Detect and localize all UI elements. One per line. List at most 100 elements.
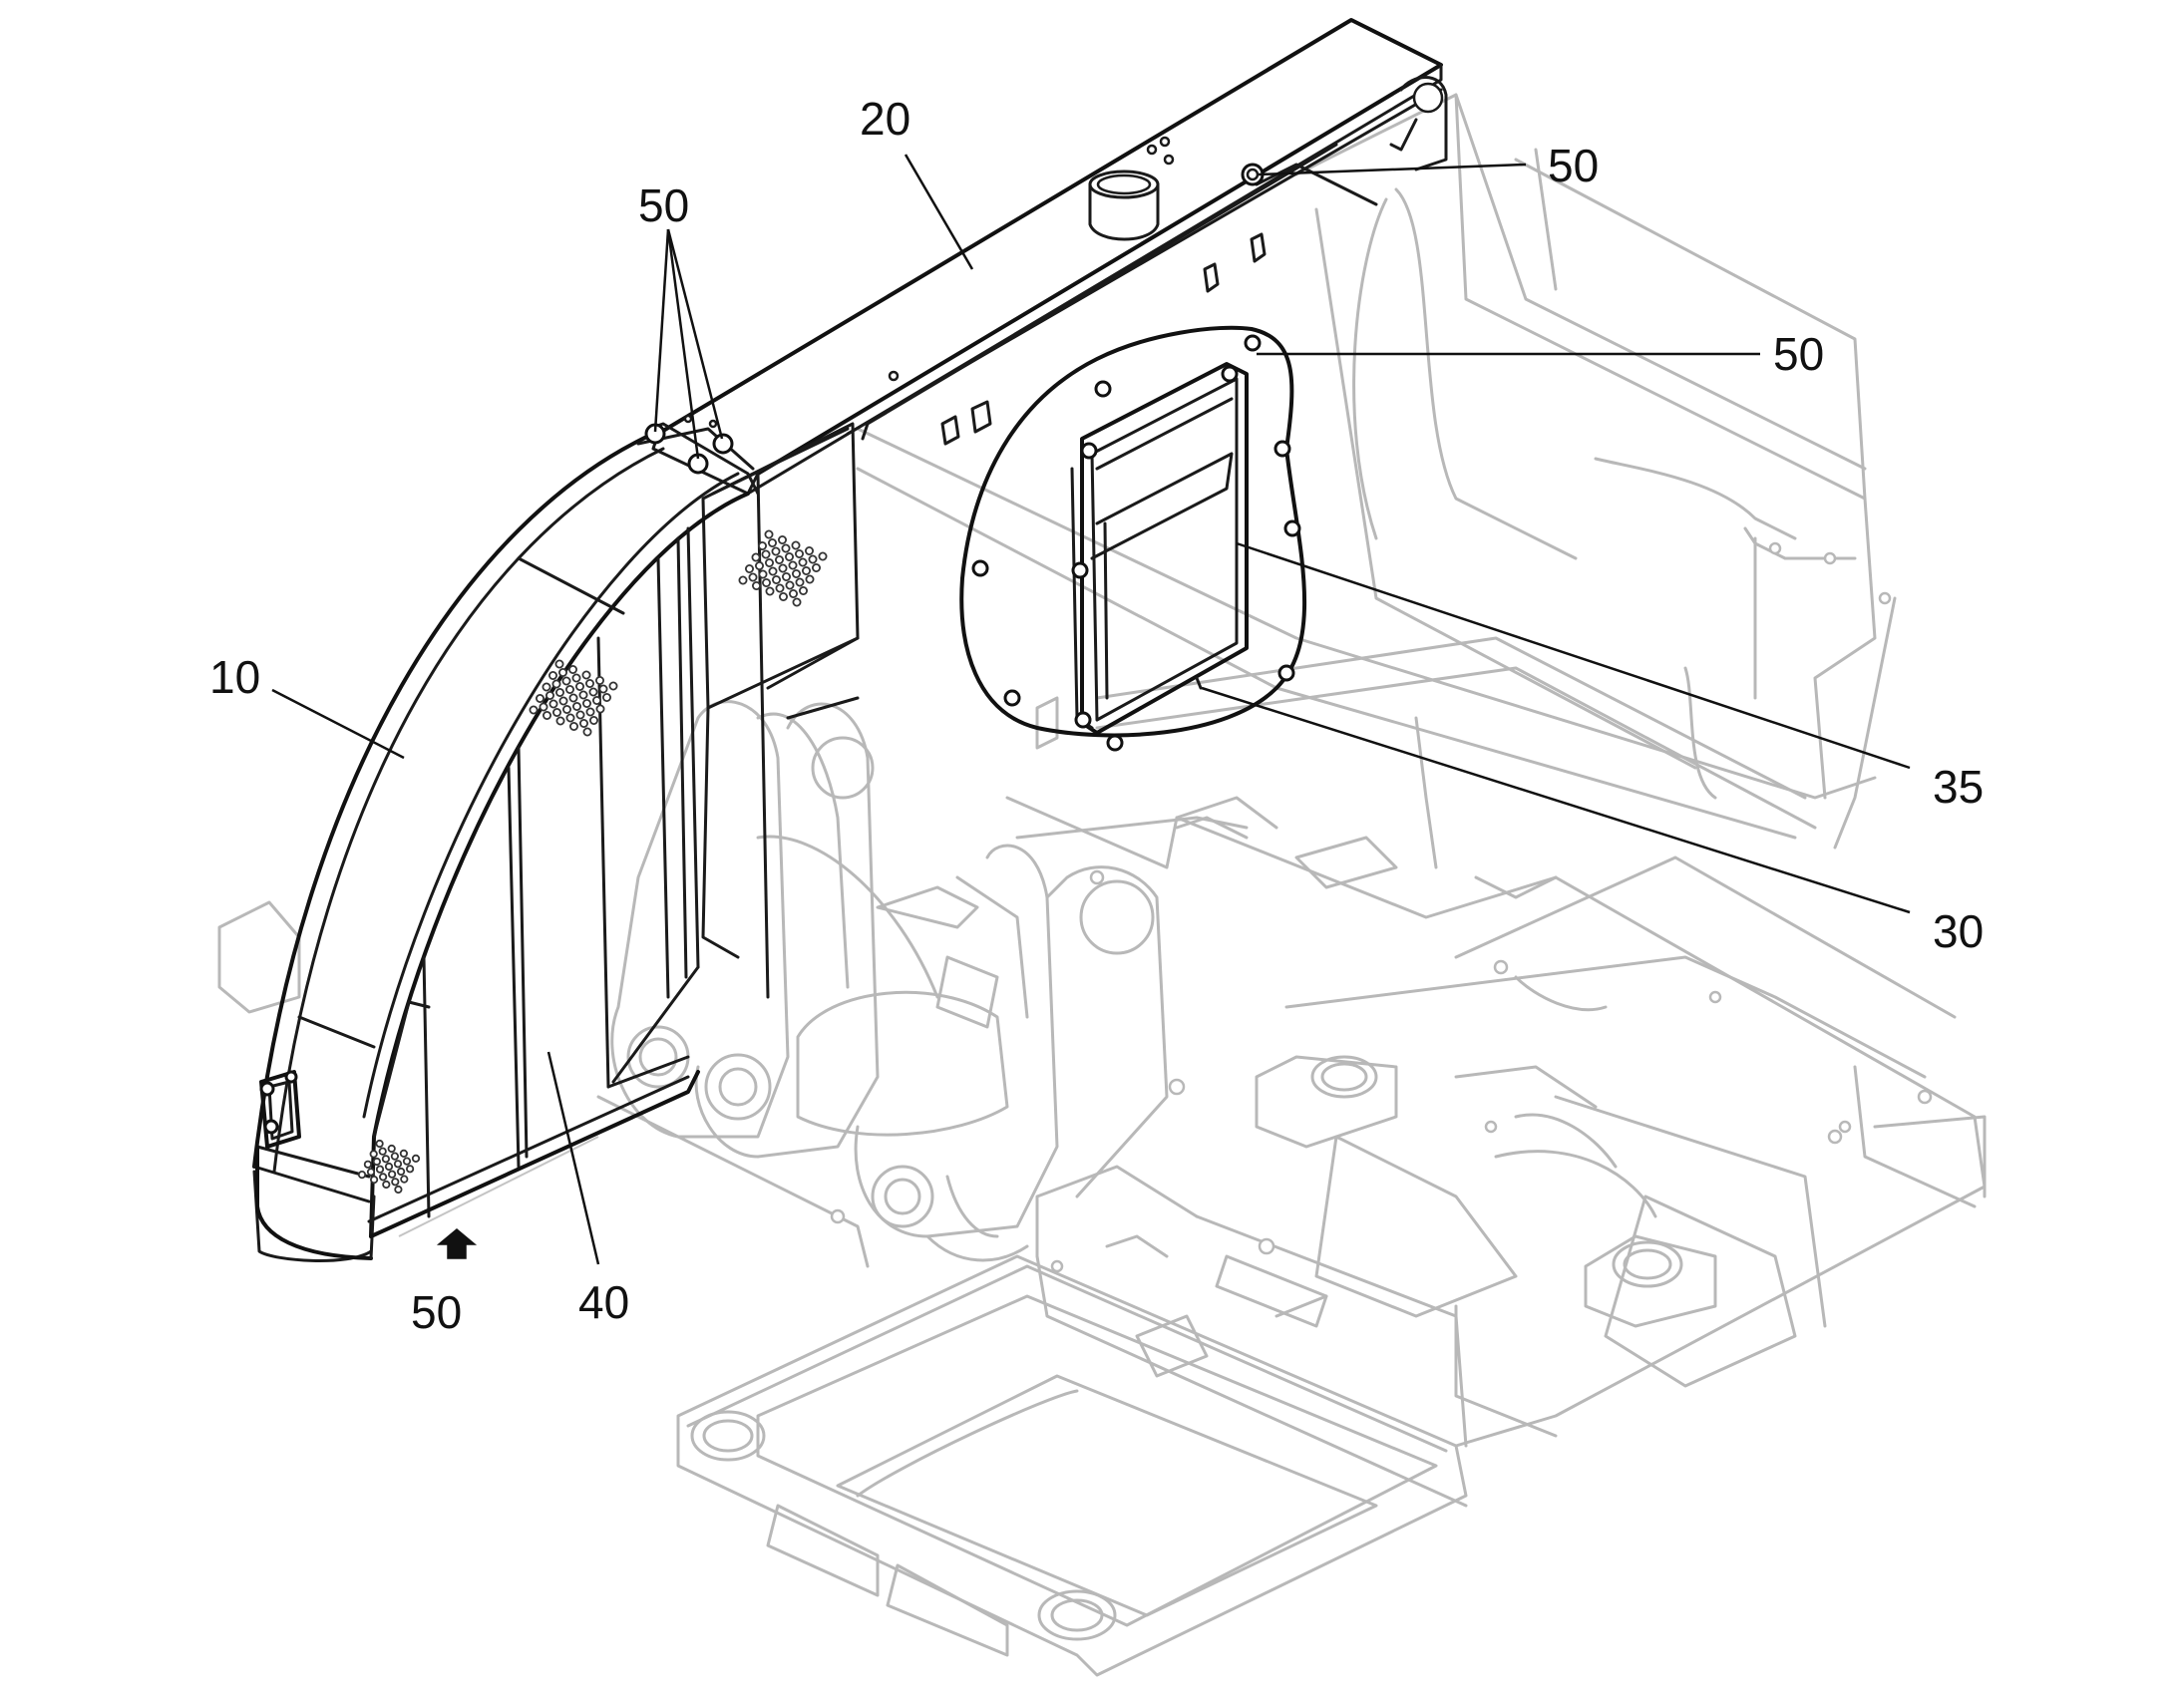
perforation-hole bbox=[758, 541, 768, 551]
perforation-hole bbox=[745, 564, 755, 574]
perforation-hole bbox=[378, 1147, 387, 1156]
perforation-hole bbox=[565, 685, 575, 695]
perforation-hole bbox=[795, 549, 805, 559]
perforation-hole bbox=[818, 551, 828, 561]
perforation-hole bbox=[798, 557, 808, 567]
callout-50-bottom: 50 bbox=[411, 1286, 462, 1338]
perforation-hole bbox=[588, 687, 598, 697]
perforation-hole bbox=[555, 716, 565, 726]
perforation-hole bbox=[529, 705, 539, 715]
perforation-hole bbox=[545, 691, 555, 701]
perforation-hole bbox=[582, 699, 592, 709]
perforation-hole bbox=[785, 552, 795, 562]
callout-50-cap: 50 bbox=[638, 179, 689, 231]
part-40-side-panel bbox=[367, 526, 700, 1238]
callout-50-panel: 50 bbox=[1773, 328, 1824, 380]
perforation-hole bbox=[369, 1150, 378, 1159]
perforation-hole bbox=[762, 578, 772, 588]
perforation-hole bbox=[595, 676, 605, 686]
perforation-hole bbox=[575, 710, 585, 720]
perforation-hole bbox=[755, 561, 765, 571]
perforation-hole bbox=[375, 1139, 384, 1149]
perforation-hole bbox=[387, 1144, 396, 1154]
perforation-hole bbox=[768, 566, 778, 576]
perforation-hole bbox=[595, 704, 605, 714]
perforation-hole bbox=[792, 597, 802, 607]
perforation-hole bbox=[539, 702, 548, 712]
perforation-hole bbox=[775, 583, 785, 593]
perforation-hole bbox=[778, 535, 788, 545]
leader-20 bbox=[904, 154, 974, 270]
perforation-hole bbox=[772, 575, 782, 585]
perforation-hole bbox=[579, 719, 589, 729]
perforation-hole bbox=[581, 670, 591, 680]
perforation-hole bbox=[795, 577, 805, 587]
perforation-hole bbox=[764, 529, 774, 539]
perforation-hole bbox=[555, 688, 565, 698]
perforation-hole bbox=[384, 1162, 394, 1172]
leader-40 bbox=[546, 1051, 600, 1265]
perforation-hole bbox=[548, 699, 558, 709]
perforation-hole bbox=[788, 560, 798, 570]
rear-vent-panel bbox=[701, 422, 860, 959]
perforation-hole bbox=[808, 554, 818, 564]
perforation-hole bbox=[805, 546, 815, 556]
perforation-hole bbox=[799, 586, 809, 596]
callout-50-top-right: 50 bbox=[1548, 140, 1599, 191]
perforation-hole bbox=[778, 563, 788, 573]
perforation-hole bbox=[765, 558, 775, 568]
perforation-hole bbox=[792, 569, 802, 579]
perforation-hole bbox=[592, 696, 602, 706]
perforation-hole bbox=[568, 665, 578, 675]
perforation-hole bbox=[363, 1160, 372, 1169]
perforation-hole bbox=[369, 1176, 379, 1185]
callout-10: 10 bbox=[209, 651, 260, 703]
perforation-hole bbox=[551, 679, 561, 689]
perforation-hole bbox=[802, 566, 812, 576]
perforation-hole bbox=[396, 1167, 406, 1177]
ghost-chassis-frame bbox=[217, 93, 1987, 1677]
callout-30: 30 bbox=[1933, 905, 1984, 957]
perforation-hole bbox=[812, 563, 822, 573]
perforation-hole bbox=[771, 546, 781, 556]
leader-50-top-right bbox=[1258, 163, 1527, 176]
perforation-hole bbox=[752, 581, 762, 591]
callout-20: 20 bbox=[860, 93, 910, 145]
perforation-hole bbox=[768, 538, 778, 548]
perforation-hole bbox=[758, 569, 768, 579]
perforation-hole bbox=[382, 1180, 391, 1190]
leader-50-cap-b bbox=[666, 228, 700, 460]
perforation-hole bbox=[366, 1168, 376, 1177]
perforation-hole bbox=[405, 1165, 415, 1174]
perforation-hole bbox=[585, 707, 595, 717]
perforation-hole bbox=[789, 589, 799, 599]
perforation-hole bbox=[598, 684, 608, 694]
leader-35 bbox=[1236, 541, 1911, 770]
perforation-hole bbox=[543, 711, 552, 721]
perforation-hole bbox=[381, 1155, 390, 1164]
perforation-hole bbox=[568, 693, 578, 703]
perforation-hole bbox=[761, 549, 771, 559]
perforation-hole bbox=[775, 555, 785, 565]
perforation-hole bbox=[536, 694, 545, 704]
perforation-hole bbox=[391, 1178, 400, 1187]
perforation-hole bbox=[357, 1171, 367, 1180]
part-30-cover-plate bbox=[959, 325, 1307, 752]
perforation-pattern-top bbox=[738, 529, 828, 607]
perforation-hole bbox=[608, 681, 618, 691]
perforation-hole bbox=[781, 543, 791, 553]
perforation-hole bbox=[738, 575, 748, 585]
perforation-hole bbox=[779, 592, 789, 602]
perforation-hole bbox=[394, 1185, 403, 1195]
perforation-hole bbox=[569, 722, 579, 732]
perforation-hole bbox=[805, 574, 815, 584]
callout-40: 40 bbox=[578, 1276, 629, 1328]
perforation-hole bbox=[402, 1157, 412, 1166]
perforation-hole bbox=[578, 690, 588, 700]
perforation-hole bbox=[558, 668, 568, 678]
perforation-hole bbox=[582, 727, 592, 737]
perforation-hole bbox=[387, 1170, 397, 1179]
perforation-hole bbox=[765, 586, 775, 596]
